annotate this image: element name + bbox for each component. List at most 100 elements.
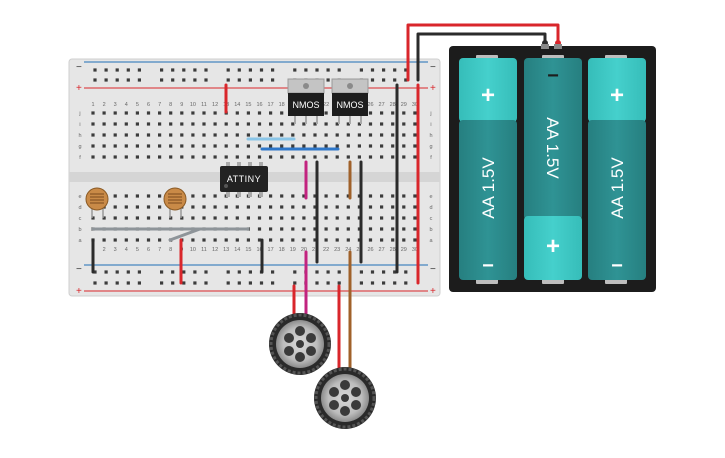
ldr2-body — [163, 187, 187, 211]
terminal-hole — [368, 194, 373, 198]
cell1-top-sign: + — [481, 82, 495, 109]
rail-hole — [359, 270, 363, 274]
rail-hole — [115, 281, 119, 285]
battery-pack[interactable]: + − AA 1.5V − + AA 1.5V + − AA 1.5V — [449, 44, 656, 292]
terminal-hole — [158, 216, 162, 220]
dc-motor-2[interactable] — [314, 367, 376, 429]
terminal-hole — [280, 144, 284, 148]
rail-hole — [171, 281, 175, 285]
rail-hole — [226, 270, 230, 274]
terminal-hole — [91, 111, 95, 115]
terminal-hole — [413, 155, 417, 159]
row-letter-left: j — [78, 111, 80, 117]
column-number-top: 27 — [379, 102, 385, 108]
rail-minus-bottom-right: − — [430, 264, 436, 275]
rail-hole — [293, 68, 297, 72]
dc-motor-1[interactable] — [269, 313, 331, 375]
terminal-hole — [202, 238, 206, 242]
photoresistor-2[interactable] — [163, 187, 187, 218]
column-number-top: 14 — [234, 102, 240, 108]
terminal-hole — [191, 155, 195, 159]
terminal-hole — [413, 216, 417, 220]
column-number-bottom: 29 — [401, 247, 407, 253]
terminal-hole — [302, 227, 306, 231]
column-number-top: 10 — [190, 102, 196, 108]
terminal-hole — [113, 133, 117, 137]
terminal-hole — [235, 144, 239, 148]
rail-hole — [370, 270, 375, 274]
terminal-hole — [202, 205, 206, 209]
terminal-hole — [302, 144, 306, 148]
column-number-bottom: 13 — [223, 247, 229, 253]
terminal-hole — [368, 205, 373, 209]
terminal-hole — [280, 238, 284, 242]
rail-hole — [182, 281, 186, 285]
column-number-top: 22 — [323, 102, 329, 108]
rail-hole — [259, 78, 264, 82]
terminal-hole — [202, 122, 206, 126]
terminal-hole — [269, 238, 273, 242]
terminal-hole — [391, 133, 395, 137]
column-number-top: 18 — [279, 102, 285, 108]
terminal-hole — [335, 122, 339, 126]
terminal-hole — [313, 238, 317, 242]
rail-hole — [182, 270, 186, 274]
battery-cell-3: + − AA 1.5V — [588, 55, 646, 284]
wire-gray-ldr-to-chip[interactable] — [168, 227, 250, 242]
terminal-hole — [346, 122, 350, 126]
terminal-hole — [335, 155, 339, 159]
rail-hole — [237, 68, 241, 72]
rail-hole — [137, 68, 141, 72]
row-letter-left: h — [78, 133, 81, 139]
terminal-hole — [269, 205, 273, 209]
rail-hole — [126, 78, 130, 82]
terminal-hole — [202, 216, 206, 220]
terminal-hole — [158, 155, 162, 159]
terminal-hole — [324, 144, 328, 148]
terminal-hole — [213, 155, 217, 159]
terminal-hole — [402, 111, 406, 115]
terminal-hole — [302, 155, 306, 159]
rail-minus-top-left: − — [76, 62, 82, 73]
terminal-hole — [413, 111, 417, 115]
attiny-chip[interactable]: ATTINY — [220, 162, 268, 197]
terminal-hole — [135, 238, 139, 242]
column-number-top: 17 — [268, 102, 274, 108]
terminal-hole — [146, 155, 151, 159]
terminal-hole — [224, 133, 228, 137]
photoresistor-1[interactable] — [85, 187, 109, 218]
terminal-hole — [135, 216, 139, 220]
rail-hole — [393, 68, 397, 72]
terminal-hole — [402, 238, 406, 242]
mosfet-1[interactable]: NMOS — [287, 78, 325, 124]
rail-hole — [359, 68, 363, 72]
mosfet-2[interactable]: NMOS — [331, 78, 369, 124]
terminal-hole — [202, 194, 206, 198]
rail-hole — [304, 68, 308, 72]
terminal-hole — [102, 144, 106, 148]
terminal-hole — [357, 216, 361, 220]
terminal-hole — [313, 194, 317, 198]
terminal-hole — [335, 216, 339, 220]
ldr2-trace — [168, 193, 182, 204]
wire-black-battery-negative[interactable] — [416, 32, 547, 82]
terminal-hole — [324, 194, 328, 198]
terminal-hole — [269, 144, 273, 148]
terminal-hole — [280, 133, 284, 137]
terminal-hole — [224, 238, 228, 242]
rail-hole — [237, 281, 241, 285]
rail-hole — [104, 270, 108, 274]
terminal-hole — [368, 144, 373, 148]
rail-minus-bottom-left: − — [76, 264, 82, 275]
terminal-hole — [246, 155, 250, 159]
column-number-bottom: 8 — [169, 247, 172, 253]
row-letter-right: e — [429, 194, 432, 200]
terminal-hole — [102, 111, 106, 115]
rail-hole — [370, 281, 375, 285]
wire-red-battery-positive[interactable] — [406, 23, 560, 82]
terminal-hole — [357, 238, 361, 242]
terminal-hole — [191, 194, 195, 198]
terminal-hole — [324, 111, 328, 115]
terminal-hole — [302, 133, 306, 137]
column-number-top: 2 — [103, 102, 106, 108]
